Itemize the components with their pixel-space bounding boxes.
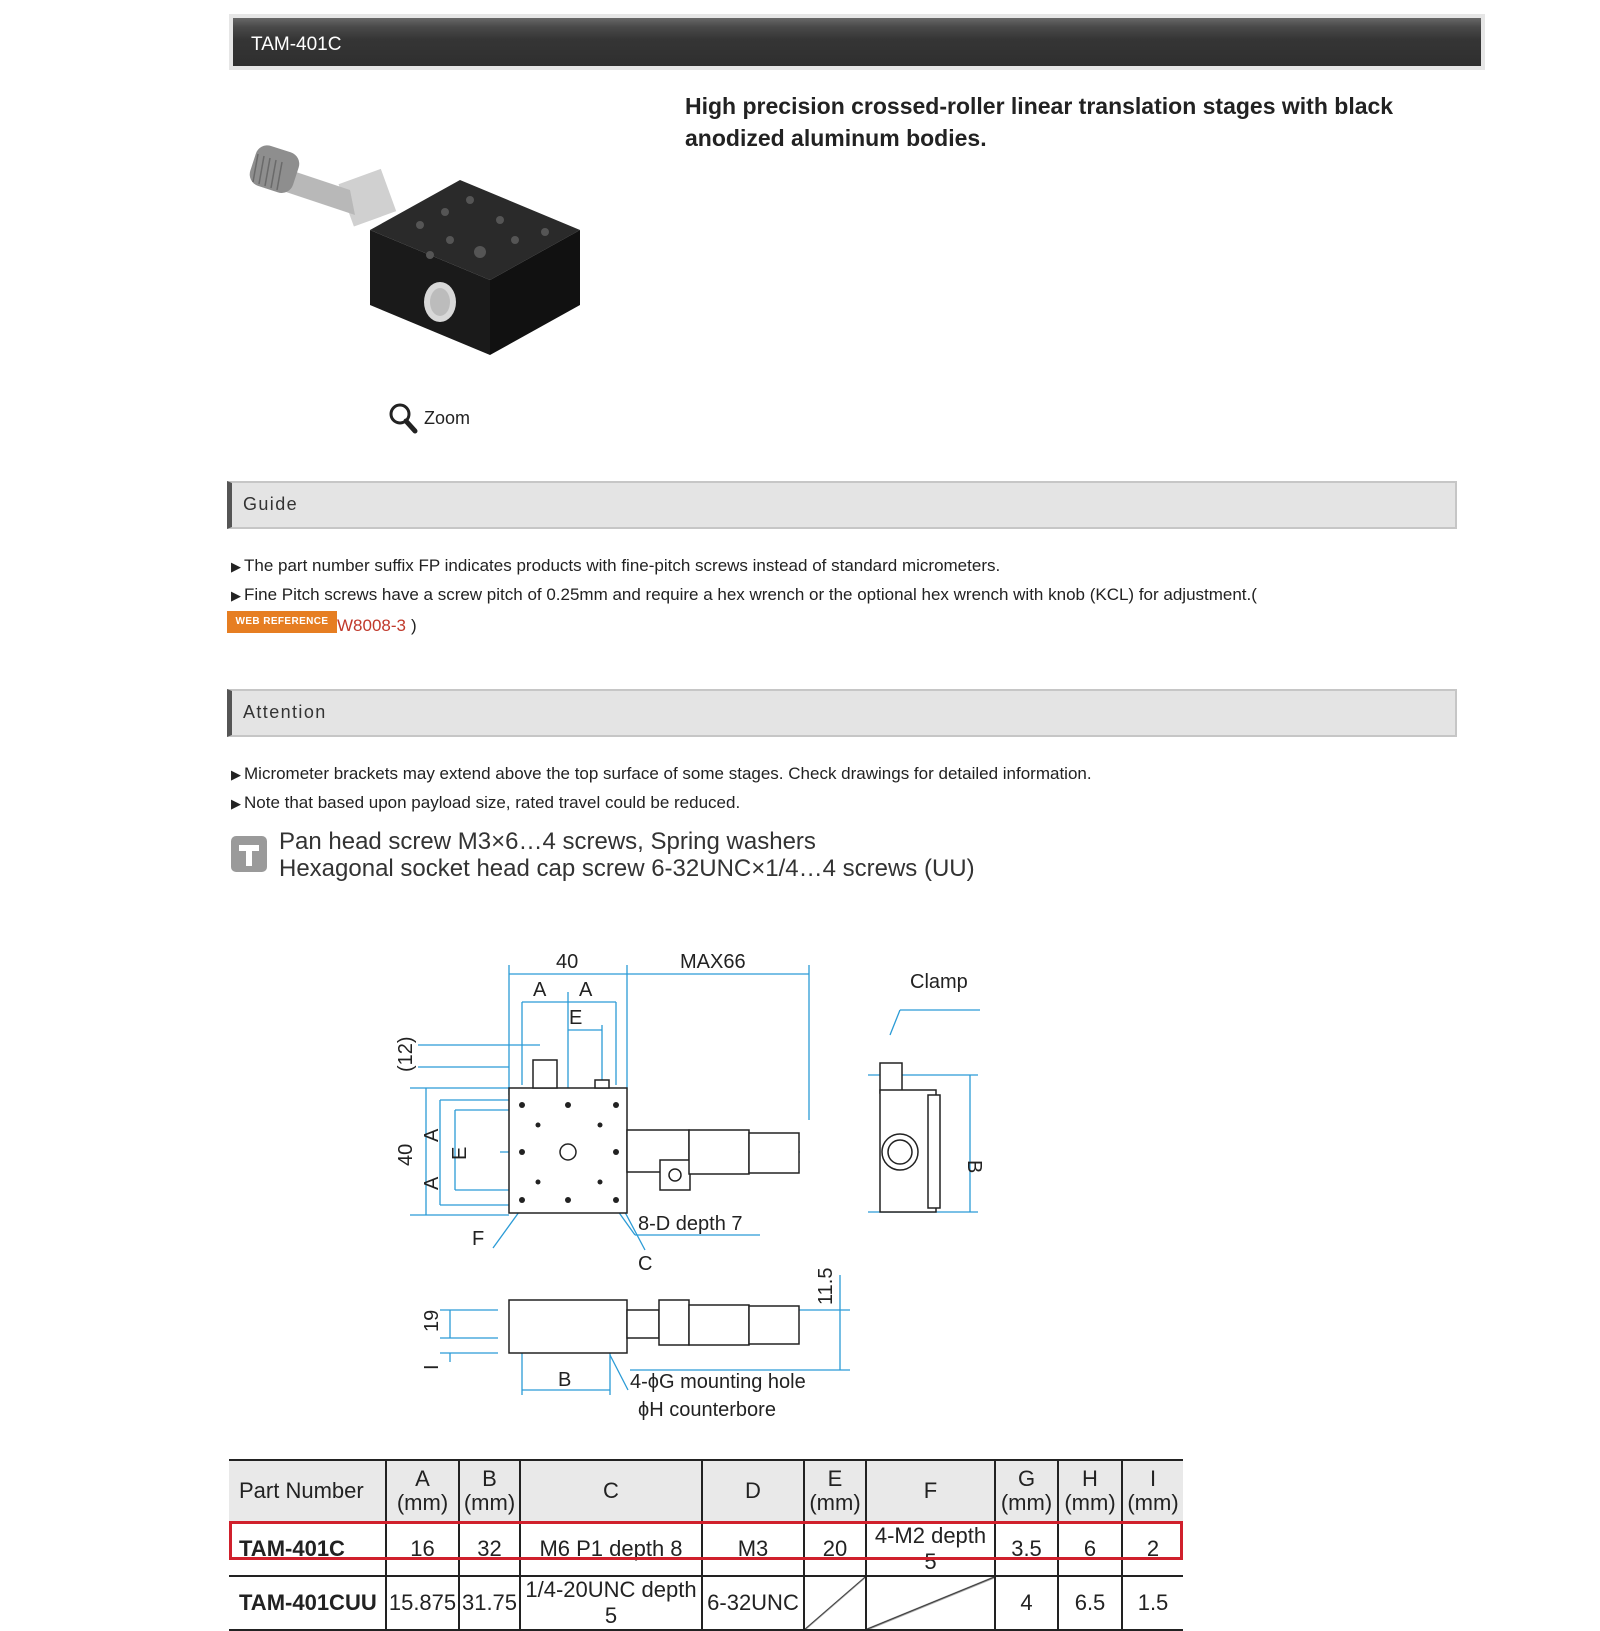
table-row: TAM-401C 16 32 M6 P1 depth 8 M3 20 4-M2 … <box>229 1521 1183 1576</box>
dim-b-bottom: B <box>558 1369 571 1391</box>
dim-a-left: A <box>421 1128 443 1142</box>
magnifier-icon <box>389 403 418 434</box>
dim-40-side: 40 <box>395 1144 417 1166</box>
included-parts: Pan head screw M3×6…4 screws, Spring was… <box>279 828 975 882</box>
table-cell: 4-M2 depth 5 <box>866 1521 996 1576</box>
column-header: E(mm) <box>804 1459 867 1522</box>
table-cell-empty <box>804 1575 867 1631</box>
dim-e-left: E <box>449 1147 471 1160</box>
column-header: G(mm) <box>995 1459 1059 1522</box>
dim-a-top: A <box>579 979 593 1001</box>
guide-item: ▶The part number suffix FP indicates pro… <box>231 556 1000 576</box>
dimension-drawing: 40 MAX66 A A E (12) 40 A A E Clamp B F C… <box>395 951 985 1421</box>
dim-e-top: E <box>569 1007 582 1029</box>
guide-item: ▶Fine Pitch screws have a screw pitch of… <box>231 585 1257 605</box>
dim-max: MAX66 <box>680 951 746 973</box>
table-cell: 2 <box>1122 1521 1183 1576</box>
table-cell: M3 <box>702 1521 805 1576</box>
included-parts-icon <box>231 836 267 872</box>
bullet-arrow-icon: ▶ <box>231 767 241 782</box>
table-cell: 6 <box>1058 1521 1123 1576</box>
dim-a-left: A <box>421 1176 443 1190</box>
table-cell: 1.5 <box>1122 1575 1183 1631</box>
attention-item: ▶Note that based upon payload size, rate… <box>231 793 740 813</box>
table-cell: 6.5 <box>1058 1575 1123 1631</box>
dim-i: I <box>421 1364 443 1370</box>
dim-12: (12) <box>395 1036 417 1072</box>
product-title-bar: TAM-401C <box>229 14 1485 70</box>
counterbore-label: ϕH counterbore <box>638 1399 776 1421</box>
guide-item-text: The part number suffix FP indicates prod… <box>244 556 1001 575</box>
column-header: B(mm) <box>459 1459 521 1522</box>
dim-40-top: 40 <box>556 951 578 973</box>
attention-section-header: Attention <box>227 689 1457 737</box>
included-parts-line: Hexagonal socket head cap screw 6-32UNC×… <box>279 855 975 882</box>
table-header-row: Part Number A(mm) B(mm) C D E(mm) F G(mm… <box>229 1459 1183 1522</box>
bullet-arrow-icon: ▶ <box>231 559 241 574</box>
table-cell-empty <box>866 1575 996 1631</box>
bullet-arrow-icon: ▶ <box>231 796 241 811</box>
column-header: Part Number <box>229 1459 387 1522</box>
attention-item: ▶Micrometer brackets may extend above th… <box>231 764 1092 784</box>
web-reference-close-paren: ) <box>411 616 417 635</box>
table-cell: 4 <box>995 1575 1059 1631</box>
web-reference-badge[interactable]: WEB REFERENCE <box>227 611 337 633</box>
product-code: TAM-401C <box>251 34 342 55</box>
table-cell: TAM-401C <box>229 1521 387 1576</box>
table-cell: 15.875 <box>386 1575 460 1631</box>
table-cell: TAM-401CUU <box>229 1575 387 1631</box>
table-cell: 31.75 <box>459 1575 521 1631</box>
product-headline: High precision crossed-roller linear tra… <box>685 93 1394 151</box>
column-header: I(mm) <box>1122 1459 1183 1522</box>
included-parts-line: Pan head screw M3×6…4 screws, Spring was… <box>279 828 816 855</box>
bullet-arrow-icon: ▶ <box>231 588 241 603</box>
table-row: TAM-401CUU 15.875 31.75 1/4-20UNC depth … <box>229 1575 1183 1631</box>
guide-item-text: Fine Pitch screws have a screw pitch of … <box>244 585 1257 604</box>
dim-11-5: 11.5 <box>815 1268 837 1305</box>
label-c: C <box>638 1253 652 1275</box>
dim-b-side: B <box>963 1160 985 1173</box>
attention-item-text: Note that based upon payload size, rated… <box>244 793 741 812</box>
guide-section-header: Guide <box>227 481 1457 529</box>
product-photo <box>249 145 580 355</box>
attention-heading: Attention <box>243 702 327 722</box>
column-header: D <box>702 1459 805 1522</box>
dim-a-top: A <box>533 979 547 1001</box>
table-cell: 20 <box>804 1521 867 1576</box>
table-cell: 32 <box>459 1521 521 1576</box>
table-cell: 16 <box>386 1521 460 1576</box>
column-header: A(mm) <box>386 1459 460 1522</box>
label-8d-depth: 8-D depth 7 <box>638 1213 743 1235</box>
attention-item-text: Micrometer brackets may extend above the… <box>244 764 1092 783</box>
guide-heading: Guide <box>243 494 299 514</box>
label-f: F <box>472 1228 484 1250</box>
spec-table: Part Number A(mm) B(mm) C D E(mm) F G(mm… <box>229 1459 1183 1631</box>
table-cell: M6 P1 depth 8 <box>520 1521 703 1576</box>
column-header: F <box>866 1459 996 1522</box>
clamp-label: Clamp <box>910 971 968 993</box>
table-cell: 3.5 <box>995 1521 1059 1576</box>
zoom-label: Zoom <box>424 407 471 428</box>
table-cell: 6-32UNC <box>702 1575 805 1631</box>
column-header: H(mm) <box>1058 1459 1123 1522</box>
web-reference-link[interactable]: W8008-3 <box>337 616 406 635</box>
mounting-hole-label: 4-ϕG mounting hole <box>630 1371 806 1393</box>
table-cell: 1/4-20UNC depth 5 <box>520 1575 703 1631</box>
column-header: C <box>520 1459 703 1522</box>
dim-19: 19 <box>421 1310 443 1332</box>
zoom-button[interactable]: Zoom <box>388 400 470 436</box>
